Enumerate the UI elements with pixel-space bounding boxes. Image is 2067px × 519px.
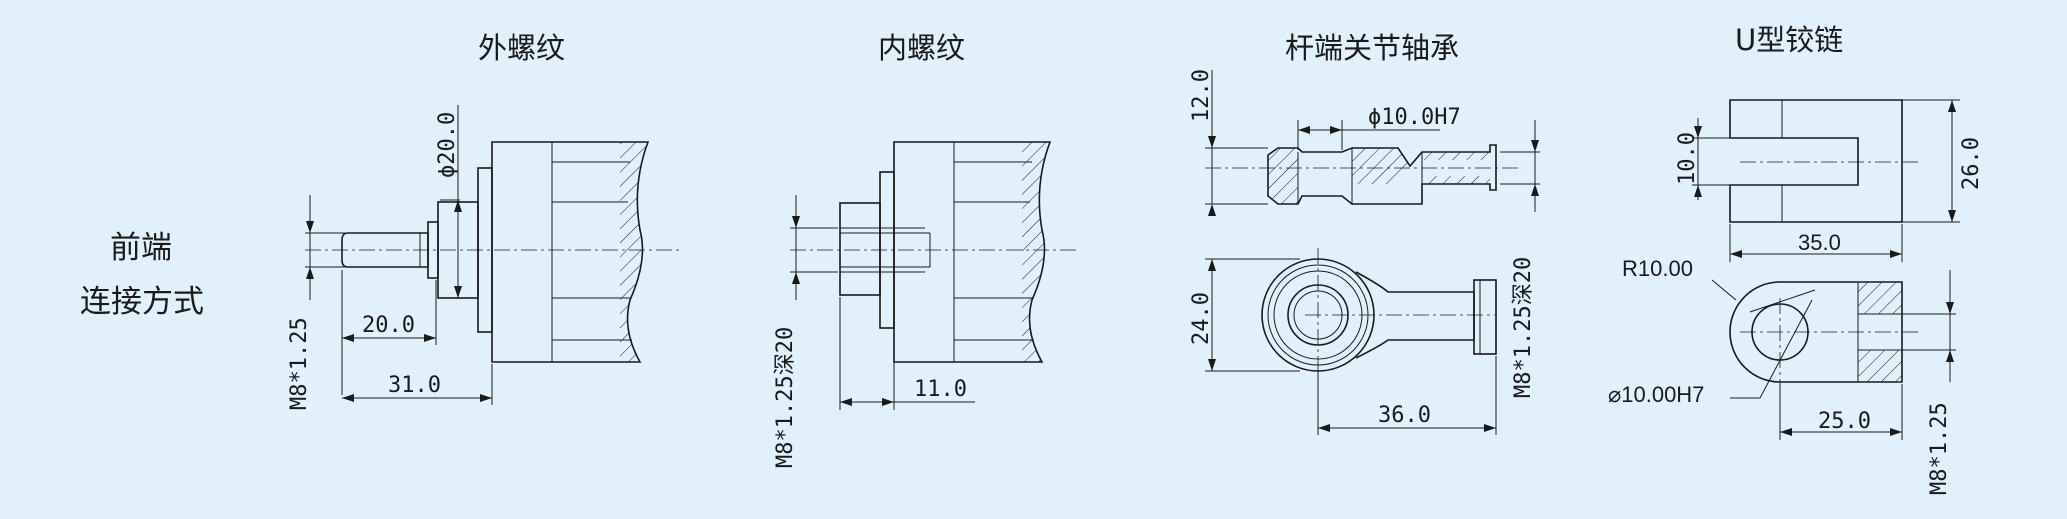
ext-len-short-label: 20.0 bbox=[362, 313, 415, 338]
title-external-thread: 外螺纹 bbox=[478, 31, 565, 65]
hinge-width-label: 35.0 bbox=[1798, 230, 1841, 255]
hinge-thread-label: M8*1.25 bbox=[1927, 402, 1952, 495]
int-len-label: 11.0 bbox=[914, 377, 967, 402]
hinge-slot-label: 10.0 bbox=[1675, 132, 1700, 185]
internal-thread-drawing: M8*1.25深20 11.0 bbox=[773, 141, 1078, 468]
side-label-line2: 连接方式 bbox=[80, 284, 204, 320]
external-thread-drawing: ϕ20.0 M8*1.25 20.0 31.0 bbox=[287, 105, 680, 410]
ext-thread-label: M8*1.25 bbox=[287, 317, 312, 410]
u-hinge-drawing: 10.0 26.0 35.0 R10.00 ⌀10.00H7 bbox=[1608, 99, 1984, 495]
title-internal-thread: 内螺纹 bbox=[878, 31, 965, 65]
side-label-line1: 前端 bbox=[110, 230, 172, 266]
title-u-hinge: U型铰链 bbox=[1735, 23, 1843, 57]
int-thread-label: M8*1.25深20 bbox=[773, 327, 798, 468]
ext-len-long-label: 31.0 bbox=[388, 373, 441, 398]
rod-end-drawing: 12.0 ϕ10.0H7 24.0 bbox=[1189, 69, 1540, 435]
rod-bore-label: ϕ10.0H7 bbox=[1368, 105, 1461, 130]
title-rod-end-bearing: 杆端关节轴承 bbox=[1285, 31, 1459, 65]
hinge-bore-label: ⌀10.00H7 bbox=[1608, 382, 1704, 407]
rod-length-label: 36.0 bbox=[1378, 403, 1431, 428]
hinge-height-label: 26.0 bbox=[1959, 137, 1984, 190]
hinge-length-label: 25.0 bbox=[1818, 409, 1871, 434]
ext-diameter-label: ϕ20.0 bbox=[435, 112, 460, 178]
hinge-radius-label: R10.00 bbox=[1622, 256, 1693, 281]
rod-thread-label: M8*1.25深20 bbox=[1511, 257, 1536, 398]
rod-height-top-label: 12.0 bbox=[1189, 69, 1214, 122]
rod-width-label: 24.0 bbox=[1189, 292, 1214, 345]
